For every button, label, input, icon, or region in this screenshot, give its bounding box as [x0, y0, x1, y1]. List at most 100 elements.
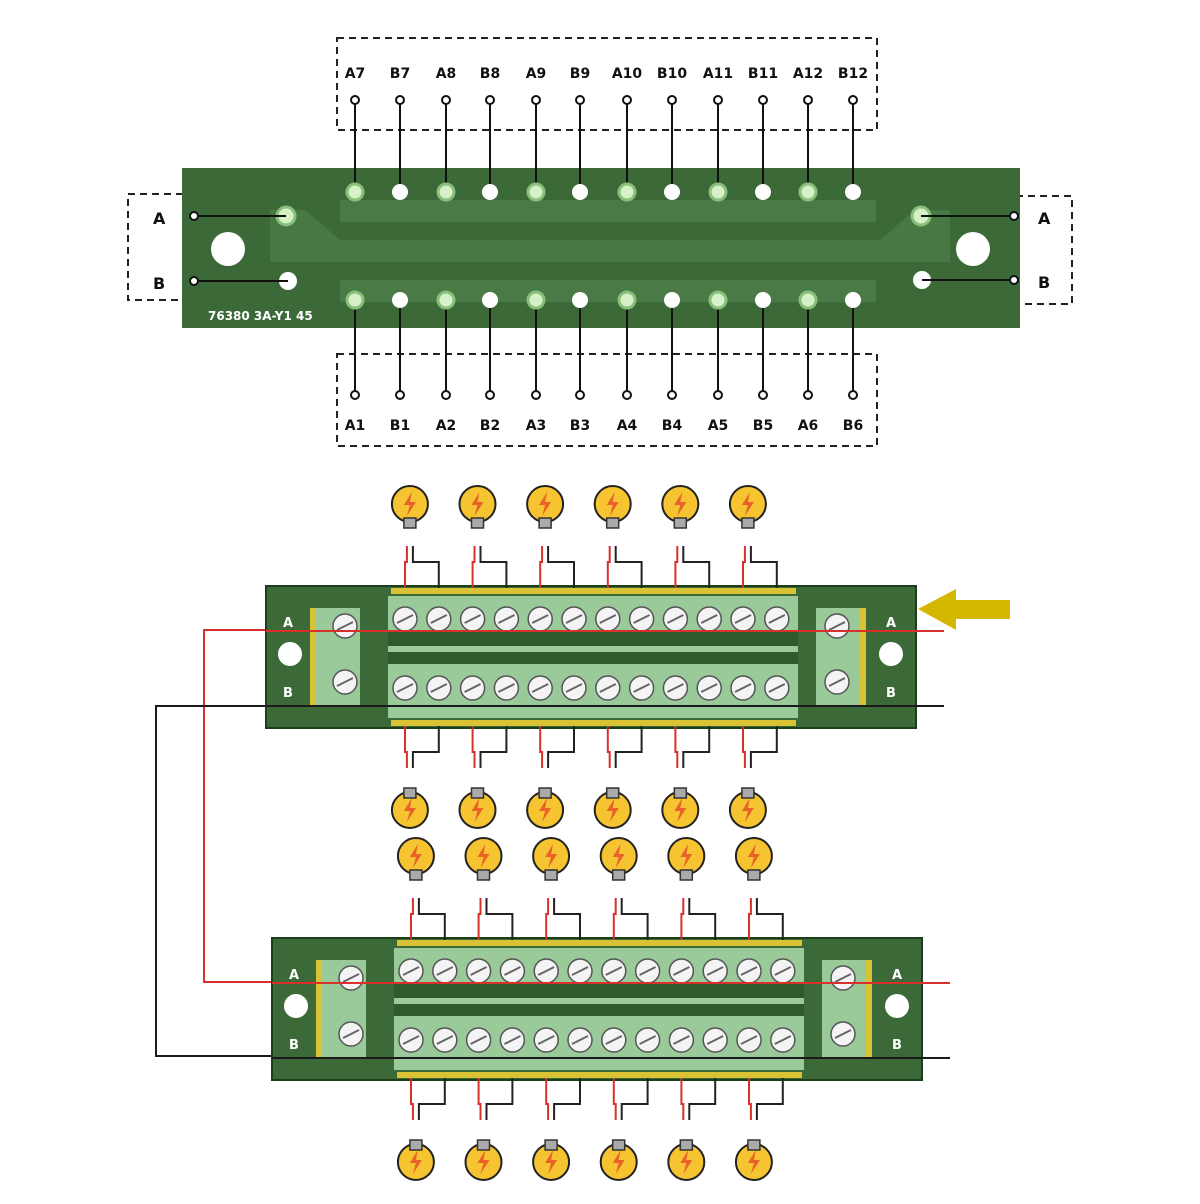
- lamp-wire-black: [547, 546, 575, 588]
- right-bus-label-a: A: [1038, 209, 1051, 228]
- bottom-pin-label: A2: [436, 418, 457, 434]
- screw-top: [392, 606, 418, 632]
- screw-slot: [774, 966, 792, 976]
- top-pin-label: B10: [657, 66, 687, 82]
- bus-screw-left-a: [338, 965, 364, 991]
- lightning-icon: [741, 492, 754, 516]
- terminal-dot-bottom: [622, 390, 632, 400]
- bulb-base: [409, 869, 423, 881]
- bus-label-a: A: [283, 616, 293, 631]
- bulb-base: [544, 869, 558, 881]
- bulb-base: [673, 787, 688, 799]
- top-pin-label: A11: [703, 66, 733, 82]
- lightning-icon: [477, 1150, 490, 1174]
- screw-top: [561, 606, 587, 632]
- lamp-wire-red: [404, 726, 408, 768]
- lightning-icon: [471, 492, 484, 516]
- screw-bottom: [426, 675, 452, 701]
- pad-upper: [482, 184, 498, 200]
- screw-slot: [599, 683, 617, 693]
- lightning-icon: [545, 844, 558, 868]
- screw-slot: [740, 966, 758, 976]
- screw-bottom: [392, 675, 418, 701]
- brass-strip-top: [391, 588, 796, 594]
- screw-slot: [734, 614, 752, 624]
- mounting-hole: [879, 642, 903, 666]
- pad-lower: [482, 292, 498, 308]
- terminal-dot-bottom: [485, 390, 495, 400]
- lamp-wire-black: [749, 726, 778, 768]
- lamp-wire-red: [471, 546, 476, 588]
- bulb-base: [403, 517, 417, 529]
- bus-screw-right-a: [830, 965, 856, 991]
- lamp-wire-black: [614, 726, 643, 768]
- bus-label-a: A: [892, 968, 902, 983]
- bus-screw-right-b: [830, 1021, 856, 1047]
- light-bulb-icon: [593, 485, 632, 529]
- bulb-base: [679, 1139, 694, 1151]
- screw-bottom: [702, 1027, 728, 1053]
- screw-bottom: [668, 1027, 695, 1053]
- light-bulb-icon: [464, 1139, 503, 1181]
- bus-brass-left: [310, 608, 316, 706]
- screw-top: [770, 958, 796, 984]
- bulb-base: [538, 517, 552, 529]
- screw-slot: [672, 966, 690, 976]
- brass-strip-bottom: [397, 1072, 802, 1078]
- screw-slot: [666, 614, 684, 624]
- screw-slot: [639, 1035, 657, 1045]
- pad-upper: [664, 184, 680, 200]
- terminal-divider-2: [388, 652, 798, 664]
- top-pin-label: A8: [436, 66, 457, 82]
- lamp-wire-red: [742, 726, 746, 768]
- screw-top: [628, 606, 655, 632]
- screw-bottom: [662, 675, 689, 701]
- light-bulb-icon: [661, 485, 700, 529]
- screw-bottom: [499, 1027, 526, 1053]
- bulb-base: [741, 517, 755, 529]
- lightning-icon: [747, 1150, 760, 1174]
- pad-upper: [755, 184, 771, 200]
- screw-top: [634, 958, 661, 984]
- top-pin-label: A12: [793, 66, 823, 82]
- lamp-wire-black: [620, 898, 649, 940]
- bus-wires: [194, 215, 1014, 282]
- bulb-base: [611, 869, 626, 881]
- top-pin-label: B8: [480, 66, 500, 82]
- pad-upper: [526, 182, 546, 202]
- pad-lower: [845, 292, 861, 308]
- lamp-wire-black: [411, 546, 440, 588]
- lightning-icon: [477, 844, 490, 868]
- lamp-wire-red: [680, 898, 685, 940]
- lightning-icon: [409, 1150, 422, 1174]
- lamp-wire-red: [404, 546, 408, 588]
- terminal-dot-bottom: [713, 390, 723, 400]
- left-bus-label-a: A: [153, 209, 166, 228]
- right-bus-box: [991, 195, 1073, 305]
- lamp-wire-red: [410, 1078, 414, 1120]
- lamp-wire-red: [674, 726, 679, 768]
- bus-screw-right-b: [824, 669, 850, 695]
- part-number: 76380 3A-Y1 45: [208, 309, 313, 323]
- screw-slot: [531, 683, 549, 693]
- lamp-wire-black: [755, 898, 784, 940]
- terminal-dot-top: [531, 95, 541, 105]
- screw-top: [601, 958, 627, 984]
- screw-slot: [774, 1035, 792, 1045]
- screw-slot: [633, 683, 651, 693]
- screw-top: [527, 606, 553, 632]
- input-arrow-icon: [918, 589, 1010, 630]
- pad-upper: [708, 182, 728, 202]
- screw-top: [567, 958, 593, 984]
- light-bulb-icon: [526, 787, 565, 829]
- light-bulb-icon: [734, 837, 773, 881]
- screw-slot: [531, 614, 549, 624]
- light-bulb-icon: [593, 787, 632, 829]
- lightning-icon: [539, 492, 552, 516]
- bottom-pin-label: B2: [480, 418, 500, 434]
- screw-slot: [336, 677, 354, 687]
- light-bulb-icon: [661, 787, 700, 829]
- screw-bottom: [696, 675, 722, 701]
- screw-bottom: [601, 1027, 627, 1053]
